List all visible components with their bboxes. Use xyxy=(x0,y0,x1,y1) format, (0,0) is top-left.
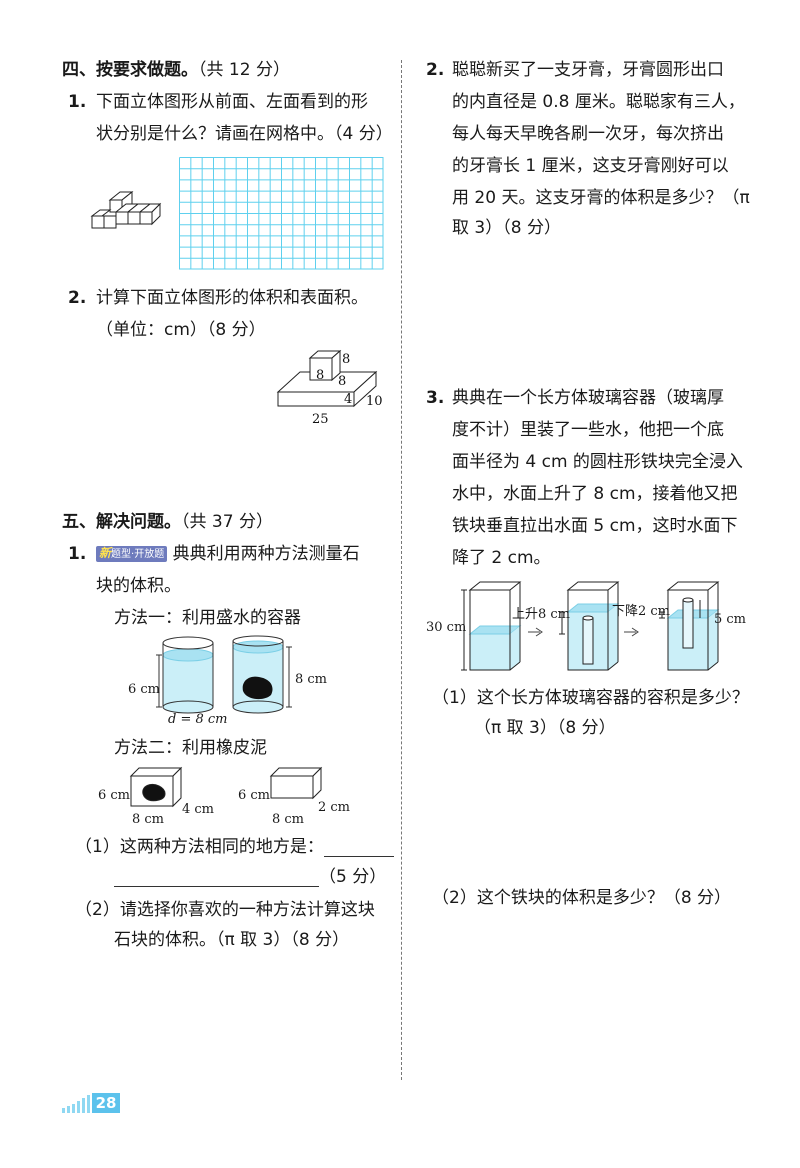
q5-3-number: 3. xyxy=(426,388,445,408)
fig-label-drop: 下降2 cm xyxy=(612,604,671,619)
section-4-points: （共 12 分） xyxy=(198,60,290,80)
q5-1-number: 1. xyxy=(68,544,87,564)
q-r2-line3: 每人每天早晚各刷一次牙，每次挤出 xyxy=(452,124,724,144)
q5-1-line1-wrap: 新题型·开放题 典典利用两种方法测量石 xyxy=(96,544,360,564)
fig-label-rise: 上升8 cm xyxy=(512,607,571,622)
q5-3-line2: 度不计）里装了一些水，他把一个底 xyxy=(452,420,724,440)
q5-3-sub2: （2）这个铁块的体积是多少？（8 分） xyxy=(432,888,731,908)
m1-label-d: d = 8 cm xyxy=(168,712,228,727)
cube-stack-figure xyxy=(90,190,162,229)
glass-container-figure xyxy=(461,581,720,671)
drawing-grid[interactable] xyxy=(179,157,384,270)
q5-3-line4: 水中，水面上升了 8 cm，接着他又把 xyxy=(452,484,738,504)
page-bars-decoration xyxy=(62,1095,90,1113)
label-base-height: 10 xyxy=(366,394,383,409)
label-small-width: 8 xyxy=(316,368,324,383)
q5-3-sub1-num: （1） xyxy=(432,688,477,708)
q5-3-line3: 面半径为 4 cm 的圆柱形铁块完全浸入 xyxy=(452,452,743,472)
label-base-depth: 4 xyxy=(344,392,352,407)
m2-right-d: 2 cm xyxy=(318,800,351,815)
m1-label-h1: 6 cm xyxy=(128,682,161,697)
q5-3-sub1-line2: （π 取 3）（8 分） xyxy=(474,718,616,738)
q-r2-line2: 的内直径是 0.8 厘米。聪聪家有三人， xyxy=(452,92,745,112)
answer-blank-2[interactable] xyxy=(114,866,319,887)
answer-blank-1[interactable] xyxy=(323,836,394,857)
badge-new-text: 新 xyxy=(99,546,112,560)
q5-3-line6: 降了 2 cm。 xyxy=(452,548,551,568)
q5-1-sub1-points: （5 分） xyxy=(319,867,387,887)
section-4-title: 四、按要求做题。 xyxy=(62,60,198,80)
q5-3-line5: 铁块垂直拉出水面 5 cm，这时水面下 xyxy=(452,516,738,536)
label-small-depth: 8 xyxy=(338,374,346,389)
page-number: 28 xyxy=(92,1093,120,1113)
new-question-badge: 新题型·开放题 xyxy=(96,546,168,562)
q5-1-line2: 块的体积。 xyxy=(96,576,181,596)
badge-type-text: 题型·开放题 xyxy=(111,549,165,560)
m2-left-h: 6 cm xyxy=(98,788,131,803)
stepped-solid-figure: 8 8 8 4 10 25 xyxy=(276,349,383,427)
column-divider xyxy=(401,60,402,1080)
q5-1-sub1-text: 这两种方法相同的地方是： xyxy=(119,837,324,857)
m1-label-h2: 8 cm xyxy=(295,672,328,687)
q5-1-line1: 典典利用两种方法测量石 xyxy=(172,544,360,564)
q4-1-number: 1. xyxy=(68,92,87,112)
q5-3-sub1: （1）这个长方体玻璃容器的容积是多少？ xyxy=(432,688,749,708)
q5-1-sub2-line1: 请选择你喜欢的一种方法计算这块 xyxy=(119,900,375,920)
q5-3-sub1-line1: 这个长方体玻璃容器的容积是多少？ xyxy=(476,688,749,708)
section-4-heading: 四、按要求做题。（共 12 分） xyxy=(62,60,290,80)
q5-3-line1: 典典在一个长方体玻璃容器（玻璃厚 xyxy=(452,388,724,408)
method-2-label: 方法二：利用橡皮泥 xyxy=(114,738,267,758)
m2-right-w: 8 cm xyxy=(272,812,305,827)
section-5-points: （共 37 分） xyxy=(181,512,273,532)
method-2-figure xyxy=(129,766,323,808)
q-r2-line4: 的牙膏长 1 厘米，这支牙膏刚好可以 xyxy=(452,156,729,176)
q4-2-line1: 计算下面立体图形的体积和表面积。 xyxy=(96,288,368,308)
q-r2-line6: 取 3）（8 分） xyxy=(452,218,561,238)
q5-3-sub2-text: 这个铁块的体积是多少？（8 分） xyxy=(476,888,732,908)
fig-label-height: 30 cm xyxy=(426,620,467,635)
q4-2-number: 2. xyxy=(68,288,87,308)
q-r2-line1: 聪聪新买了一支牙膏，牙膏圆形出口 xyxy=(452,60,724,80)
m2-right-h: 6 cm xyxy=(238,788,271,803)
method-1-figure xyxy=(156,635,292,714)
section-5-heading: 五、解决问题。（共 37 分） xyxy=(62,512,273,532)
m2-left-w: 8 cm xyxy=(132,812,165,827)
q-r2-line5: 用 20 天。这支牙膏的体积是多少？（π xyxy=(452,188,750,208)
q5-1-sub2: （2）请选择你喜欢的一种方法计算这块 xyxy=(75,900,375,920)
m2-left-d: 4 cm xyxy=(182,802,215,817)
q5-1-sub1-num: （1） xyxy=(75,837,120,857)
q5-1-sub2-line2: 石块的体积。（π 取 3）（8 分） xyxy=(114,930,350,950)
q-r2-number: 2. xyxy=(426,60,445,80)
q5-1-sub2-num: （2） xyxy=(75,900,120,920)
stone xyxy=(242,676,273,700)
q5-1-sub1-line2: （5 分） xyxy=(114,866,386,887)
label-small-height: 8 xyxy=(342,352,350,367)
q5-3-sub2-num: （2） xyxy=(432,888,477,908)
q4-1-line1: 下面立体图形从前面、左面看到的形 xyxy=(96,92,368,112)
q5-1-sub1: （1）这两种方法相同的地方是： xyxy=(75,836,394,857)
fig-label-pull: 5 cm xyxy=(714,612,747,627)
q4-2-line2: （单位：cm）（8 分） xyxy=(96,320,266,340)
method-1-label: 方法一：利用盛水的容器 xyxy=(114,608,301,628)
section-5-title: 五、解决问题。 xyxy=(62,512,181,532)
q4-1-line2: 状分别是什么？请画在网格中。（4 分） xyxy=(96,124,393,144)
label-base-width: 25 xyxy=(312,412,329,427)
